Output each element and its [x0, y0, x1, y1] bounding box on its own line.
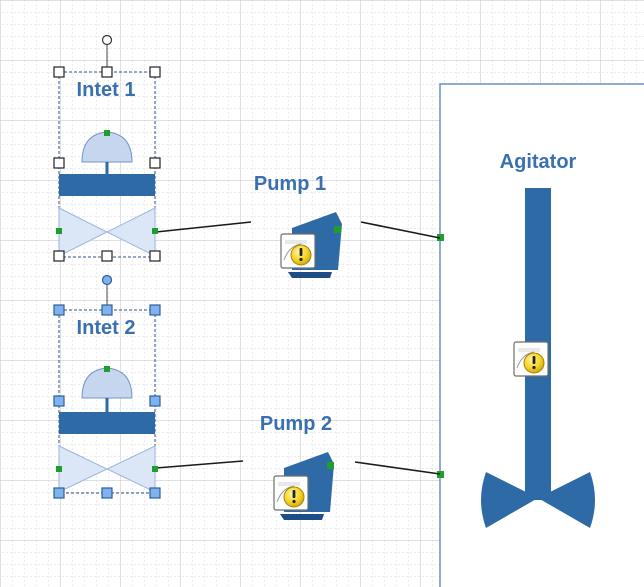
- inlet-1-shape[interactable]: Intet 1: [53, 34, 161, 262]
- valve-icon: [58, 131, 156, 257]
- inlet-1-rotate-handle[interactable]: [101, 34, 113, 46]
- pump-1-label: Pump 1: [254, 173, 326, 195]
- pump-2-label: Pump 2: [260, 413, 332, 435]
- agitator-connection-point-2[interactable]: [437, 471, 444, 478]
- connector-inlet2-pump2[interactable]: [155, 460, 244, 469]
- inlet-2-shape[interactable]: Intet 2: [53, 274, 161, 499]
- pump-2-shape[interactable]: Pump 2: [260, 413, 334, 520]
- agitator-impeller-right: [538, 472, 595, 528]
- connector-inlet1-pump1[interactable]: [155, 221, 252, 233]
- connectors: [155, 221, 441, 475]
- inlet-2-label: Intet 2: [77, 317, 136, 339]
- inlet-1-resize-handles[interactable]: [53, 66, 161, 262]
- inlet-1-control-point[interactable]: [104, 130, 110, 136]
- inlet-1-connection-point-left[interactable]: [56, 228, 62, 234]
- inlet-2-resize-handles[interactable]: [53, 304, 161, 499]
- agitator-impeller: [481, 472, 538, 528]
- pump-1-connection-point[interactable]: [334, 226, 341, 233]
- connector-pump2-agitator[interactable]: [354, 461, 441, 475]
- connector-pump1-agitator[interactable]: [360, 221, 441, 239]
- inlet-1-label: Intet 1: [77, 79, 136, 101]
- agitator-connection-point-1[interactable]: [437, 234, 444, 241]
- warning-icon: [273, 475, 309, 511]
- inlet-1-connection-point-right[interactable]: [152, 228, 158, 234]
- inlet-2-rotate-handle[interactable]: [101, 274, 113, 286]
- inlet-2-connection-point-right[interactable]: [152, 466, 158, 472]
- agitator-label: Agitator: [500, 151, 577, 173]
- agitator-shape[interactable]: Agitator: [437, 83, 644, 587]
- pump-1-shape[interactable]: Pump 1: [254, 173, 342, 278]
- inlet-2-connection-point-left[interactable]: [56, 466, 62, 472]
- pump-2-connection-point[interactable]: [327, 462, 334, 469]
- inlet-2-control-point[interactable]: [104, 366, 110, 372]
- warning-icon: [513, 341, 549, 377]
- warning-icon: [280, 233, 316, 269]
- valve-icon: [58, 367, 156, 493]
